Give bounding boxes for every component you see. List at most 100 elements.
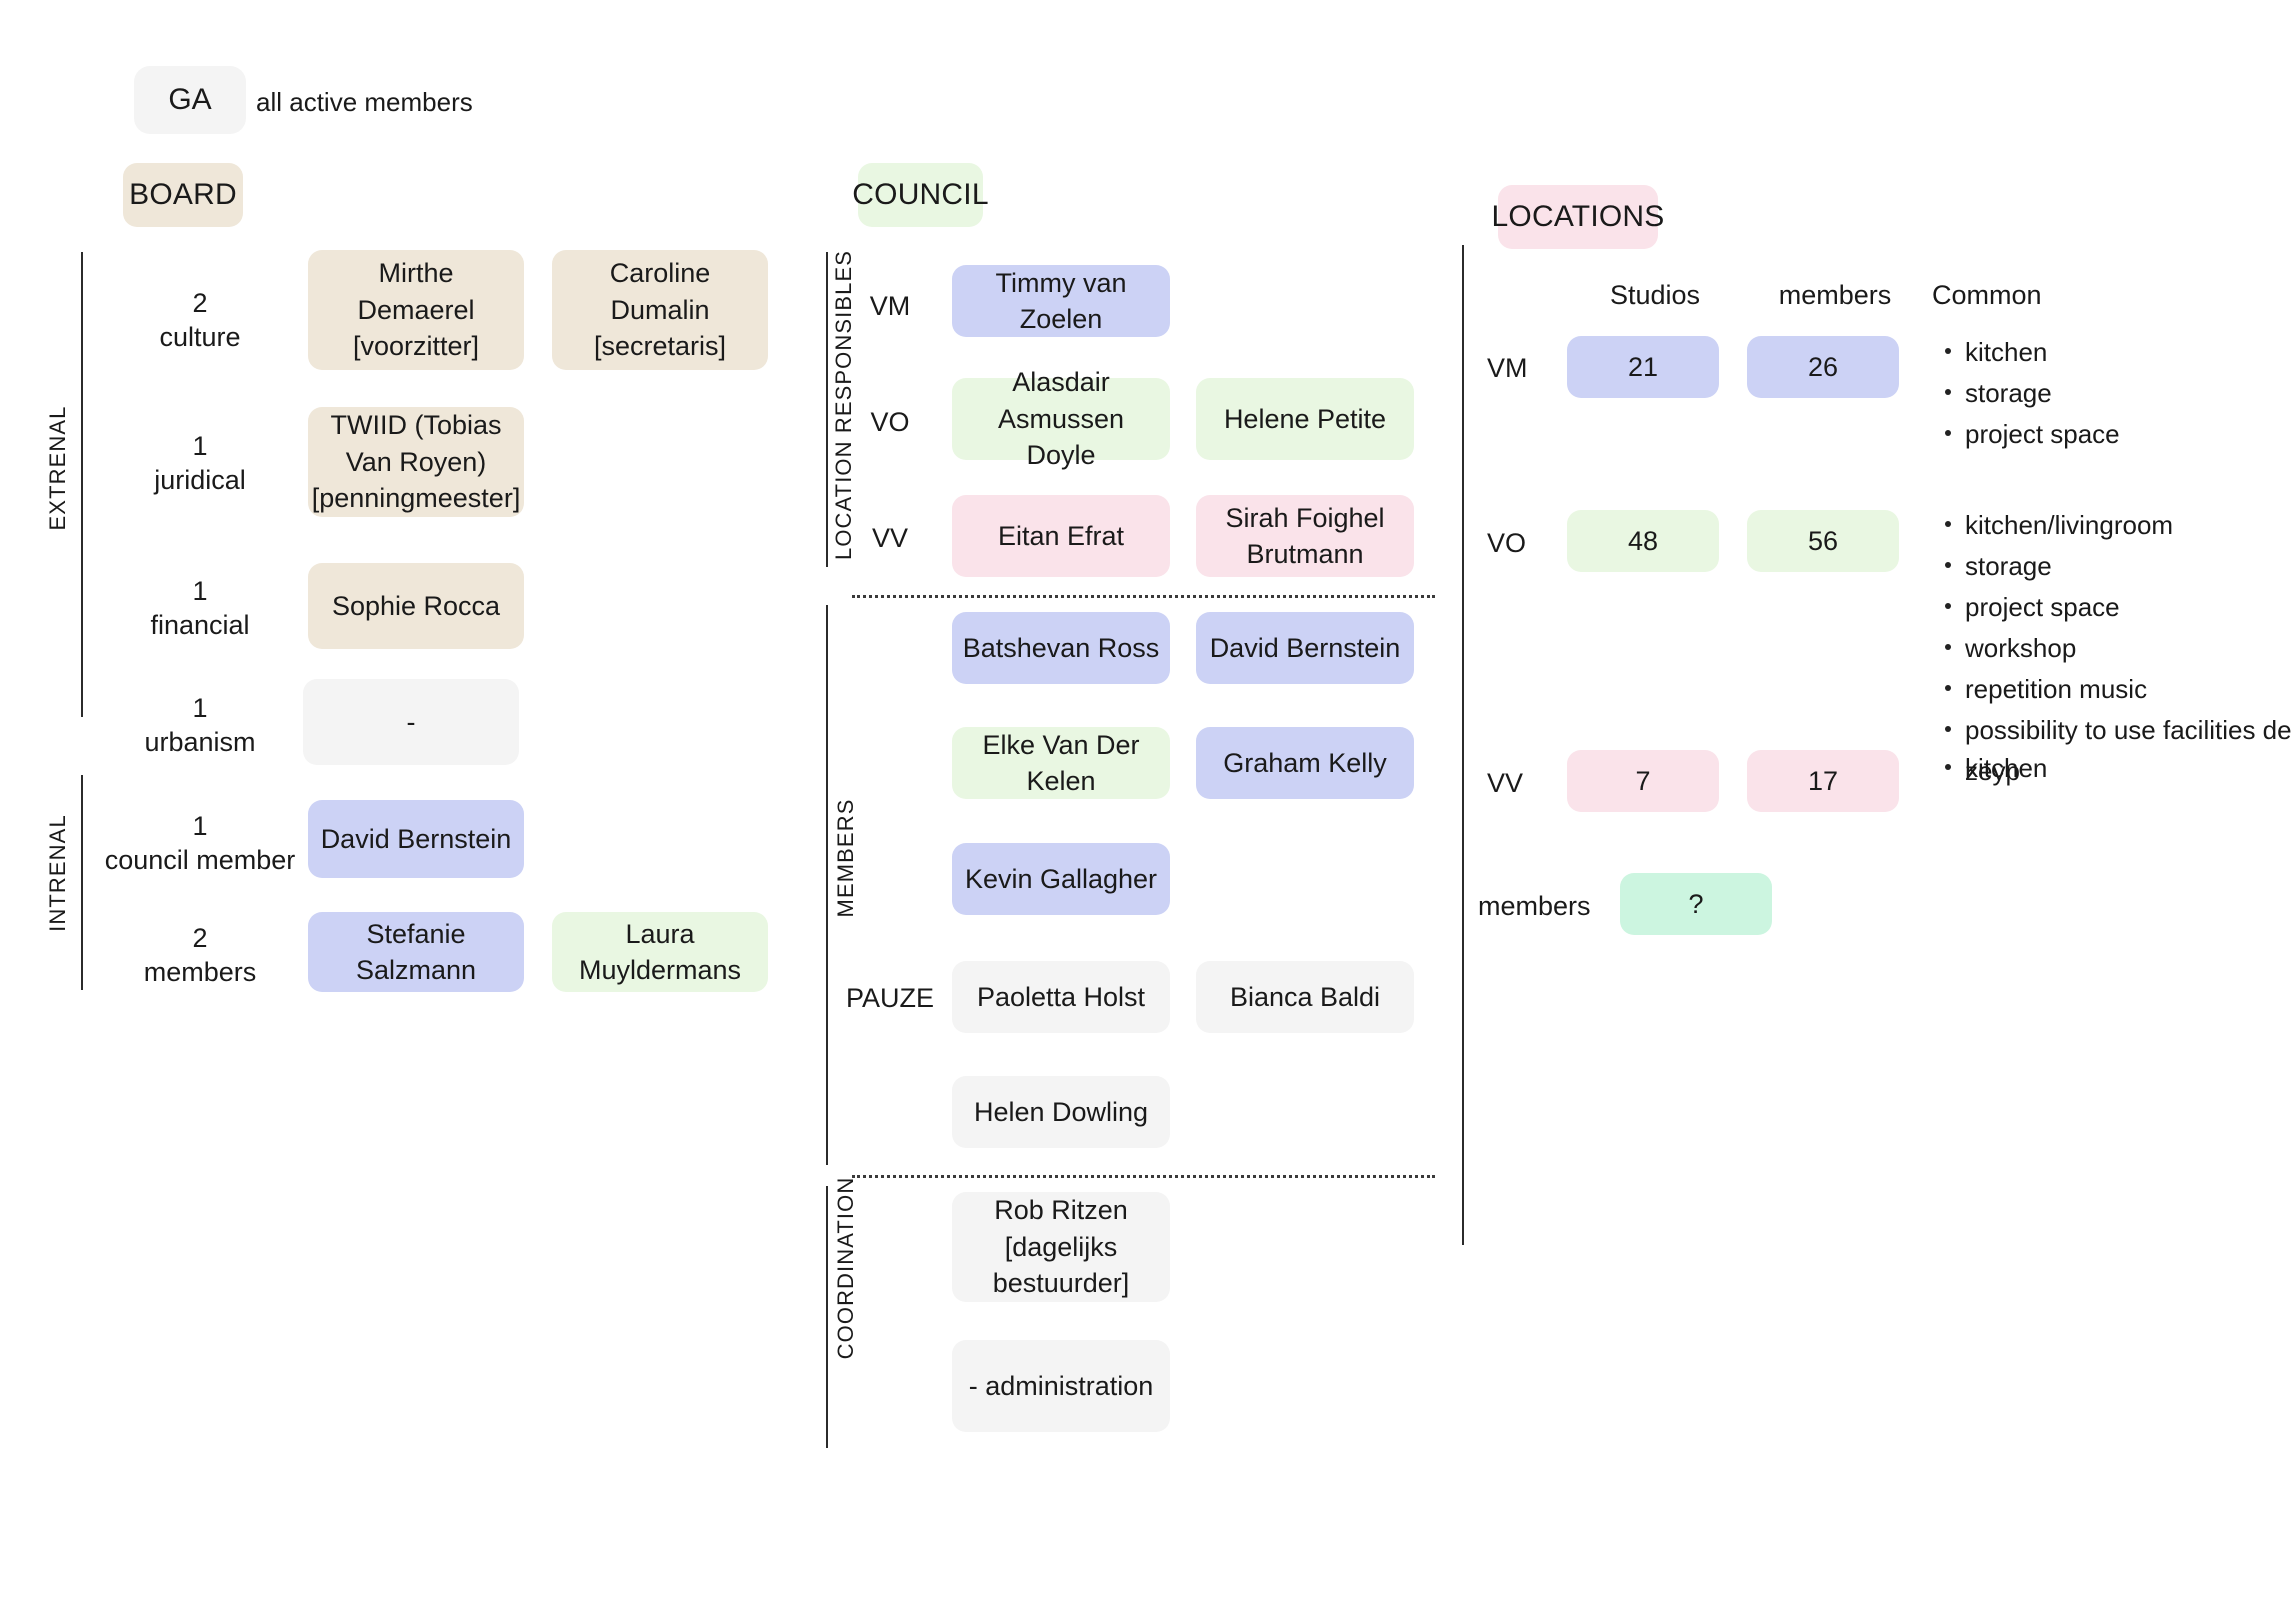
locations-members-value[interactable]: 17 [1747, 750, 1899, 812]
council-separator-top [852, 595, 1435, 598]
council-person-chip[interactable]: Timmy van Zoelen [952, 265, 1170, 337]
locations-title: LOCATIONS [1492, 185, 1664, 249]
locations-row-label: VM [1487, 353, 1528, 383]
council-title: COUNCIL [852, 163, 989, 227]
section-divider [1462, 245, 1464, 1245]
bullet-icon [1945, 644, 1951, 651]
council-person-chip[interactable]: Eitan Efrat [952, 495, 1170, 577]
board-person-chip[interactable]: TWIID (Tobias Van Royen) [penningmeester… [308, 407, 524, 517]
locations-common-list: kitchen storage project space [1945, 332, 2292, 455]
board-person-chip[interactable]: Mirthe Demaerel [voorzitter] [308, 250, 524, 370]
board-row-role: financial [150, 610, 250, 640]
locations-row-label: VO [1487, 528, 1527, 558]
locations-studios-value[interactable]: 48 [1567, 510, 1719, 572]
council-person-chip[interactable]: Paoletta Holst [952, 961, 1170, 1033]
locations-members-row-label: members [1478, 891, 1591, 921]
bullet-icon [1945, 389, 1951, 396]
locations-row-label: VV [1487, 768, 1524, 798]
council-location-label: VM [869, 291, 911, 321]
board-row-count: 2 [192, 288, 208, 318]
council-person-chip[interactable]: Alasdair Asmussen Doyle [952, 367, 1170, 470]
council-person-chip[interactable]: Sirah Foighel Brutmann [1196, 495, 1414, 577]
bullet-icon [1945, 685, 1951, 692]
bullet-icon [1945, 348, 1951, 354]
locations-common-list: kitchen/livingroom storage project space… [1945, 505, 2292, 793]
list-item: kitchen [1945, 332, 2292, 373]
list-item-label: kitchen [1965, 337, 2048, 367]
board-person-chip[interactable]: Caroline Dumalin [secretaris] [552, 250, 768, 370]
council-location-label: VV [871, 523, 909, 553]
board-title: BOARD [123, 163, 243, 227]
list-item-label: project space [1965, 592, 2120, 623]
board-person-chip[interactable]: Laura Muyldermans [552, 912, 768, 992]
list-item-label: possibility to use facilities de zeyp [1965, 715, 2292, 787]
board-person-chip[interactable]: - [303, 679, 519, 765]
board-row-count: 1 [192, 576, 208, 606]
council-coordination-bracket [826, 1186, 828, 1448]
council-person-chip[interactable]: - administration [952, 1340, 1170, 1432]
list-item-label: kitchen [1965, 753, 2048, 783]
bullet-icon [1945, 430, 1951, 437]
board-external-axis-text: EXTRENAL [45, 405, 70, 531]
board-row-count: 2 [192, 923, 208, 953]
list-item: workshop [1945, 628, 2292, 669]
list-item-label: storage [1965, 551, 2052, 582]
board-row-role: culture [159, 322, 241, 352]
council-location-label: VO [870, 407, 910, 437]
board-row-role: council member [104, 845, 296, 875]
bullet-icon [1945, 726, 1951, 733]
list-item-label: repetition music [1965, 674, 2148, 705]
list-item: possibility to use facilities de zeyp [1945, 710, 2292, 792]
list-item: kitchen [1945, 748, 2292, 789]
locations-members-value[interactable]: 56 [1747, 510, 1899, 572]
council-person-chip[interactable]: David Bernstein [1196, 612, 1414, 684]
board-person-chip[interactable]: Stefanie Salzmann [308, 912, 524, 992]
council-person-chip[interactable]: Rob Ritzen [dagelijks bestuurder] [952, 1192, 1170, 1302]
board-row-count: 1 [192, 431, 208, 461]
council-location-bracket [826, 252, 828, 567]
council-person-chip[interactable]: Graham Kelly [1196, 727, 1414, 799]
locations-col-members: members [1778, 280, 1892, 310]
board-row-count: 1 [192, 693, 208, 723]
bullet-icon [1945, 521, 1951, 527]
list-item: kitchen/livingroom [1945, 505, 2292, 546]
council-person-chip[interactable]: Helene Petite [1196, 378, 1414, 460]
locations-members-total-value[interactable]: ? [1620, 873, 1772, 935]
council-coordination-axis-text: COORDINATION [833, 1176, 858, 1360]
list-item-label: project space [1965, 419, 2120, 450]
council-person-chip[interactable]: Batshevan Ross [952, 612, 1170, 684]
locations-col-common: Common [1932, 280, 2042, 310]
list-item: storage [1945, 373, 2292, 414]
locations-studios-value[interactable]: 7 [1567, 750, 1719, 812]
bullet-icon [1945, 562, 1951, 569]
list-item: project space [1945, 587, 2292, 628]
council-members-axis-label: MEMBERS [756, 799, 936, 918]
council-members-axis-text: MEMBERS [833, 798, 858, 918]
council-person-chip[interactable]: Elke Van Der Kelen [952, 727, 1170, 799]
ga-note: all active members [256, 87, 473, 117]
board-person-chip[interactable]: David Bernstein [308, 800, 524, 878]
list-item: storage [1945, 546, 2292, 587]
list-item-label: workshop [1965, 633, 2077, 664]
council-person-chip[interactable]: Bianca Baldi [1196, 961, 1414, 1033]
board-internal-bracket [81, 775, 83, 990]
council-separator-bottom [852, 1175, 1435, 1178]
list-item-label: kitchen/livingroom [1965, 510, 2174, 540]
board-person-chip[interactable]: Sophie Rocca [308, 563, 524, 649]
council-members-bracket [826, 605, 828, 1165]
council-coordination-axis-label: COORDINATION [716, 1177, 976, 1360]
council-person-chip[interactable]: Kevin Gallagher [952, 843, 1170, 915]
locations-common-list: kitchen [1945, 748, 2292, 789]
board-external-bracket [81, 252, 83, 717]
council-person-chip[interactable]: Helen Dowling [952, 1076, 1170, 1148]
locations-col-studios: Studios [1609, 280, 1701, 310]
board-row-role: urbanism [144, 727, 256, 757]
list-item-label: storage [1965, 378, 2052, 409]
locations-studios-value[interactable]: 21 [1567, 336, 1719, 398]
ga-badge: GA [134, 66, 246, 134]
locations-members-value[interactable]: 26 [1747, 336, 1899, 398]
board-row-count: 1 [192, 811, 208, 841]
council-pauze-label: PAUZE [845, 983, 934, 1013]
list-item: repetition music [1945, 669, 2292, 710]
